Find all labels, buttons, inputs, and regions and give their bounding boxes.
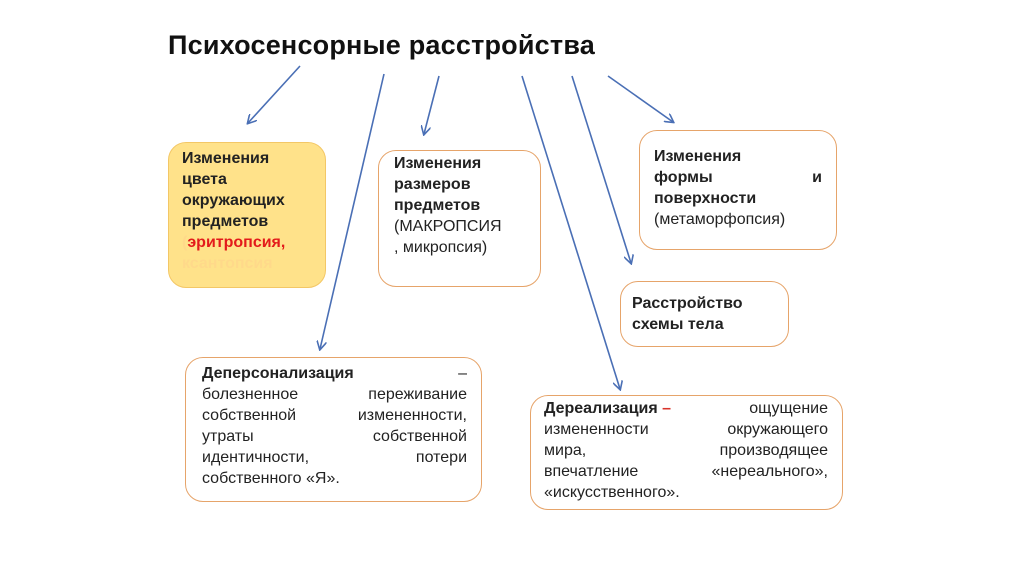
size-change-box: Изменения размеров предметов (МАКРОПСИЯ … [378, 150, 541, 287]
size-change-line: Изменения [394, 155, 482, 172]
color-change-line: Изменения [182, 150, 270, 167]
color-change-line: цвета [182, 171, 227, 188]
page-title: Психосенсорные расстройства [168, 30, 595, 60]
def-word: утраты [202, 428, 254, 445]
size-terms: (МАКРОПСИЯ [394, 218, 502, 235]
form-change-line2-left: формы [654, 169, 713, 186]
def-word: измененности, [357, 407, 467, 424]
def-word: болезненное [202, 386, 299, 403]
depersonalization-def-last: собственного «Я». [202, 470, 340, 487]
body-scheme-box: Расстройство схемы тела [620, 281, 789, 347]
arrow-to-size-change [424, 75, 440, 134]
derealization-def-line: мира, производящее [544, 440, 828, 461]
color-change-box: Изменения цвета окружающих предметов (эр… [168, 142, 326, 288]
depersonalization-def-line: болезненное переживание [202, 384, 467, 405]
def-word: переживание [368, 386, 467, 403]
def-word: впечатление [544, 463, 639, 480]
body-scheme-line2: схемы тела [632, 316, 724, 333]
depersonalization-def-line: утраты собственной [202, 426, 467, 447]
depersonalization-dash: – [458, 365, 467, 382]
size-change-line: предметов [394, 197, 481, 214]
derealization-dash: – [662, 400, 672, 417]
def-word: «нереального», [711, 463, 828, 480]
form-change-line3: поверхности [654, 190, 757, 207]
derealization-def-first: ощущение [749, 400, 828, 417]
depersonalization-term: Деперсонализация [202, 365, 354, 382]
color-change-line: предметов [182, 213, 269, 230]
def-word: потери [415, 449, 467, 466]
arrow-to-body-scheme [571, 75, 631, 263]
paren-open: ( [182, 234, 188, 251]
derealization-def-line: измененности окружающего [544, 419, 828, 440]
size-change-line: размеров [394, 176, 471, 193]
color-terms: эритропсия, [187, 234, 286, 251]
form-change-box: Изменения формы и поверхности (метаморфо… [639, 130, 837, 250]
depersonalization-def-line: собственной измененности, [202, 405, 467, 426]
def-word: производящее [719, 442, 828, 459]
derealization-box: Дереализация – ощущение измененности окр… [530, 395, 843, 510]
form-change-line2-right: и [812, 169, 822, 186]
arrow-to-depersonalization [320, 73, 385, 349]
form-terms: (метаморфопсия) [654, 211, 786, 228]
def-word: мира, [544, 442, 587, 459]
arrow-to-color-change [248, 65, 301, 123]
form-change-line1: Изменения [654, 148, 742, 165]
derealization-def-line: впечатление «нереального», [544, 461, 828, 482]
body-scheme-line1: Расстройство [632, 295, 743, 312]
def-word: измененности [544, 421, 649, 438]
arrow-to-derealization [521, 75, 620, 389]
arrow-to-form-change [607, 75, 673, 122]
derealization-term: Дереализация [544, 400, 658, 417]
def-word: окружающего [727, 421, 828, 438]
derealization-def-last: «искусственного». [544, 484, 680, 501]
def-word: собственной [372, 428, 467, 445]
depersonalization-def-line: идентичности, потери [202, 447, 467, 468]
depersonalization-box: Деперсонализация – болезненное переживан… [185, 357, 482, 502]
size-terms-2: , микропсия) [394, 239, 488, 256]
color-change-line: окружающих [182, 192, 285, 209]
def-word: собственной [202, 407, 297, 424]
color-terms-2: ксантопсия [182, 255, 273, 272]
def-word: идентичности, [202, 449, 310, 466]
